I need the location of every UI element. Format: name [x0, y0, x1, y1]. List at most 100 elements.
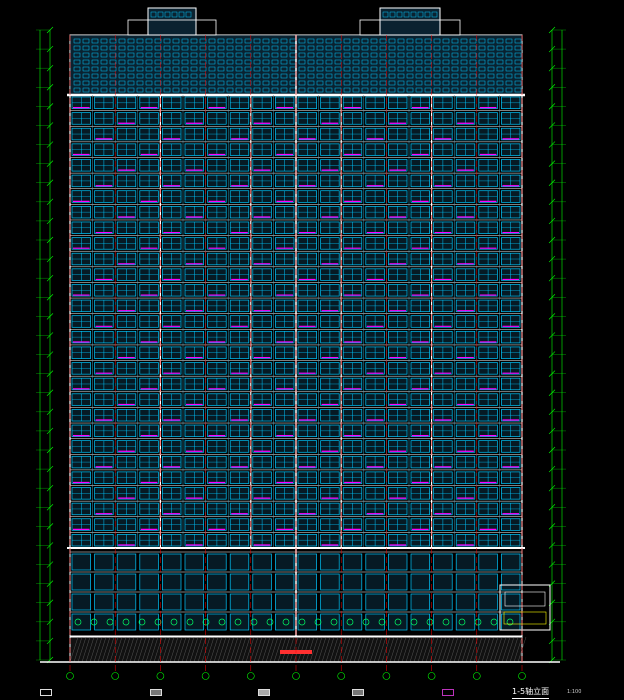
window-unit [365, 487, 385, 500]
base-hatch [137, 636, 147, 663]
window-unit [478, 346, 498, 359]
window-unit [297, 377, 317, 391]
crown-window [343, 80, 351, 86]
crown-window [127, 73, 135, 79]
crown-window [469, 45, 477, 51]
podium-window [388, 593, 408, 611]
window-unit [455, 424, 476, 438]
roof-window [424, 11, 431, 18]
window-unit [139, 268, 159, 281]
window-unit [297, 268, 317, 281]
window-unit [252, 252, 272, 266]
crown-window [433, 52, 441, 58]
podium-window [478, 613, 498, 631]
podium-window [297, 573, 317, 591]
window-unit [162, 143, 182, 156]
window-unit [207, 174, 227, 188]
window-unit [162, 502, 182, 516]
window-unit [184, 268, 204, 281]
window-unit [410, 518, 430, 531]
crown-window [478, 59, 486, 65]
window-unit [275, 502, 295, 516]
crown-window [487, 66, 495, 72]
crown-window [298, 73, 306, 79]
window-unit [365, 409, 385, 422]
window-unit [229, 299, 250, 313]
crown-window [298, 80, 306, 86]
crown-window [271, 38, 279, 44]
crown-window [352, 87, 360, 93]
axis-bubble [518, 672, 526, 680]
base-hatch [369, 636, 379, 663]
window-unit [116, 112, 137, 125]
window-unit [162, 393, 182, 406]
roof-window [185, 11, 192, 18]
base-hatch [377, 636, 387, 663]
window-unit [365, 346, 385, 359]
window-unit [71, 299, 91, 313]
window-unit [501, 127, 521, 141]
window-unit [94, 346, 114, 359]
base-hatch [149, 636, 159, 663]
window-unit [184, 315, 204, 328]
window-unit [388, 471, 408, 484]
window-unit [139, 518, 159, 531]
base-hatch [233, 636, 243, 663]
window-unit [433, 502, 453, 516]
crown-window [460, 66, 468, 72]
window-unit [71, 518, 91, 531]
podium-window [71, 593, 91, 611]
crown-window [370, 59, 378, 65]
window-unit [478, 393, 498, 406]
window-unit [410, 424, 430, 438]
window-unit [116, 534, 137, 547]
crown-window [262, 73, 270, 79]
crown-window [262, 52, 270, 58]
base-hatch [317, 636, 327, 663]
podium-window [455, 553, 476, 571]
crown-window [127, 80, 135, 86]
crown-window [226, 66, 234, 72]
podium-window [388, 573, 408, 591]
base-hatch [73, 636, 83, 663]
crown-window [271, 87, 279, 93]
window-unit [388, 221, 408, 234]
shrub [474, 618, 482, 626]
window-unit [207, 143, 227, 156]
window-unit [94, 237, 114, 250]
crown-window [145, 80, 153, 86]
window-unit [297, 143, 317, 156]
window-unit [116, 143, 137, 156]
window-unit [365, 252, 385, 266]
crown-window [352, 59, 360, 65]
window-unit [388, 299, 408, 313]
window-unit [410, 159, 430, 172]
window-unit [116, 487, 137, 500]
crown-window [217, 80, 225, 86]
shrub [362, 618, 370, 626]
window-unit [388, 330, 408, 344]
window-unit [501, 315, 521, 328]
crown-window [361, 38, 369, 44]
base-hatch [497, 636, 507, 663]
crown-window [100, 73, 108, 79]
window-unit [207, 471, 227, 484]
window-unit [162, 377, 182, 391]
shrub [218, 618, 226, 626]
window-unit [229, 518, 250, 531]
crown-window [487, 59, 495, 65]
window-unit [365, 205, 385, 219]
window-unit [365, 502, 385, 516]
window-unit [478, 440, 498, 453]
window-unit [162, 159, 182, 172]
crown-window [109, 80, 117, 86]
window-unit [388, 440, 408, 453]
window-unit [94, 112, 114, 125]
window-unit [275, 409, 295, 422]
base-hatch [165, 636, 175, 663]
window-unit [388, 393, 408, 406]
crown-window [253, 59, 261, 65]
legend-swatch-5 [442, 688, 454, 696]
window-unit [275, 284, 295, 297]
crown-window [496, 52, 504, 58]
